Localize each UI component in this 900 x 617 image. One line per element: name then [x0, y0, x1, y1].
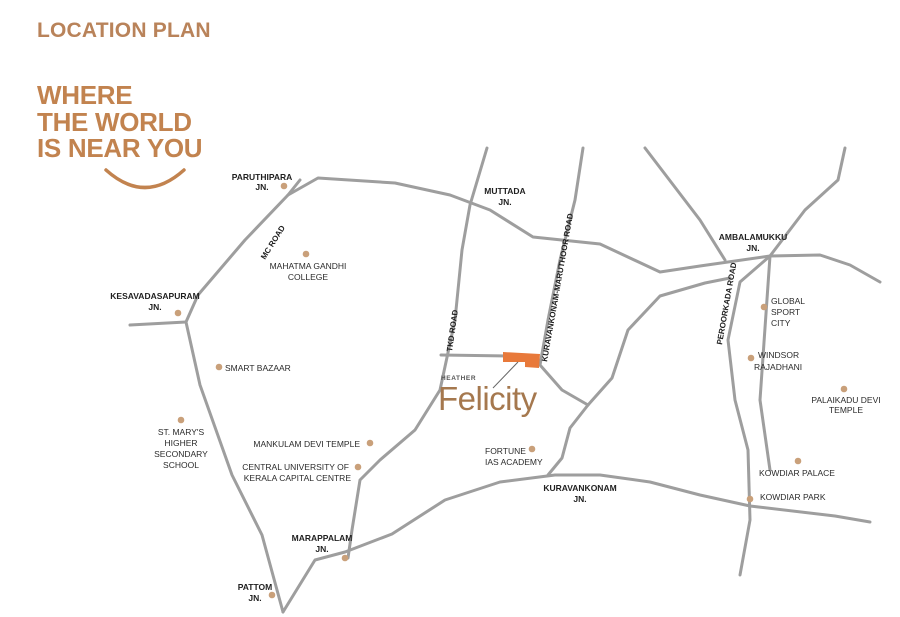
landmark-kowdiar-park[interactable]: KOWDIAR PARK [746, 492, 826, 503]
landmark-mankulam-devi-temple[interactable]: MANKULAM DEVI TEMPLE [253, 439, 374, 449]
junction-label: KESAVADASAPURAM [110, 291, 199, 301]
landmark-label: KOWDIAR PARK [760, 492, 826, 502]
project-prefix: HEATHER [441, 375, 476, 382]
landmark-label: SCHOOL [163, 460, 199, 470]
landmark-label: TEMPLE [829, 405, 863, 415]
project-name: Felicity [438, 380, 538, 417]
junction-label: JN. [248, 593, 261, 603]
landmark-label: SMART BAZAAR [225, 363, 291, 373]
junction-label: AMBALAMUKKU [719, 232, 787, 242]
landmark-smart-bazaar[interactable]: SMART BAZAAR [215, 363, 291, 373]
road-label-tkd: TKD ROAD [445, 309, 460, 352]
landmark-label: GLOBAL [771, 296, 805, 306]
landmark-fortune-ias-academy[interactable]: FORTUNE IAS ACADEMY [485, 445, 543, 467]
junction-ambalamukku[interactable]: AMBALAMUKKU JN. [719, 232, 787, 253]
road-north [286, 176, 882, 284]
landmark-palaikadu-devi-temple[interactable]: PALAIKADU DEVI TEMPLE [811, 385, 881, 415]
road-south-link [546, 403, 590, 477]
junction-label: PARUTHIPARA [232, 172, 293, 182]
road-label-kuravankonam-maruthoor: KURAVANKONAM-MARUTHOOR ROAD [540, 212, 575, 362]
junction-kuravankonam[interactable]: KURAVANKONAM JN. [543, 483, 616, 504]
junction-kesavadasapuram[interactable]: KESAVADASAPURAM JN. [110, 291, 200, 317]
junction-label: MARAPPALAM [292, 533, 353, 543]
landmark-label: RAJADHANI [754, 362, 802, 372]
tagline-line: IS NEAR YOU [37, 133, 203, 163]
landmark-label: IAS ACADEMY [485, 457, 543, 467]
junction-label: JN. [498, 197, 511, 207]
junction-label: PATTOM [238, 582, 272, 592]
junction-label: MUTTADA [484, 186, 525, 196]
project-building-icon [503, 352, 540, 368]
project-marker[interactable]: HEATHER Felicity [438, 352, 540, 417]
junction-marappalam[interactable]: MARAPPALAM JN. [292, 533, 353, 562]
landmark-label: CITY [771, 318, 791, 328]
junction-label: JN. [573, 494, 586, 504]
page-title: LOCATION PLAN [37, 19, 211, 42]
road-project-spur [439, 353, 512, 358]
junction-muttada[interactable]: MUTTADA JN. [484, 186, 525, 207]
junction-paruthipara[interactable]: PARUTHIPARA JN. [232, 172, 293, 192]
landmark-global-sport-city[interactable]: GLOBAL SPORT CITY [760, 296, 806, 328]
landmark-label: FORTUNE [485, 446, 526, 456]
landmark-label: ST. MARY'S [158, 427, 205, 437]
junction-label: JN. [315, 544, 328, 554]
smile-icon [104, 168, 186, 190]
junction-label: JN. [746, 243, 759, 253]
junction-pattom[interactable]: PATTOM JN. [238, 582, 276, 603]
landmark-label: CENTRAL UNIVERSITY OF [242, 462, 349, 472]
landmark-label: MAHATMA GANDHI [270, 261, 347, 271]
road-kuravankonam-maruthoor [538, 146, 590, 407]
landmark-label: SECONDARY [154, 449, 208, 459]
road-network [128, 146, 882, 614]
landmark-label: COLLEGE [288, 272, 328, 282]
road-northeast-b [758, 254, 772, 472]
road-northeast-a [643, 146, 727, 262]
road-tkd [346, 146, 489, 560]
landmark-label: HIGHER [164, 438, 197, 448]
landmark-label: KERALA CAPITAL CENTRE [244, 473, 352, 483]
landmark-label: SPORT [771, 307, 800, 317]
landmark-windsor-rajadhani[interactable]: WINDSOR RAJADHANI [747, 350, 802, 372]
landmark-label: PALAIKADU DEVI [811, 395, 880, 405]
landmark-label: KOWDIAR PALACE [759, 468, 835, 478]
landmark-mahatma-gandhi-college[interactable]: MAHATMA GANDHI COLLEGE [270, 250, 347, 282]
tagline: WHERE THE WORLD IS NEAR YOU [37, 80, 203, 163]
junction-label: KURAVANKONAM [543, 483, 616, 493]
tagline-line: THE WORLD [37, 106, 192, 137]
road-label-mc: MC ROAD [259, 224, 287, 261]
landmark-label: WINDSOR [758, 350, 799, 360]
junction-label: JN. [148, 302, 161, 312]
road-peroorkada [726, 146, 847, 577]
junction-label: JN. [255, 182, 268, 192]
road-kesavadasapuram [128, 320, 188, 327]
landmark-central-university[interactable]: CENTRAL UNIVERSITY OF KERALA CAPITAL CEN… [242, 462, 362, 483]
tagline-line: WHERE [37, 80, 133, 110]
landmark-st-marys-school[interactable]: ST. MARY'S HIGHER SECONDARY SCHOOL [154, 416, 208, 470]
road-mc [184, 178, 302, 614]
landmark-label: MANKULAM DEVI TEMPLE [253, 439, 360, 449]
landmark-kowdiar-palace[interactable]: KOWDIAR PALACE [759, 457, 835, 478]
road-loop [586, 276, 732, 407]
